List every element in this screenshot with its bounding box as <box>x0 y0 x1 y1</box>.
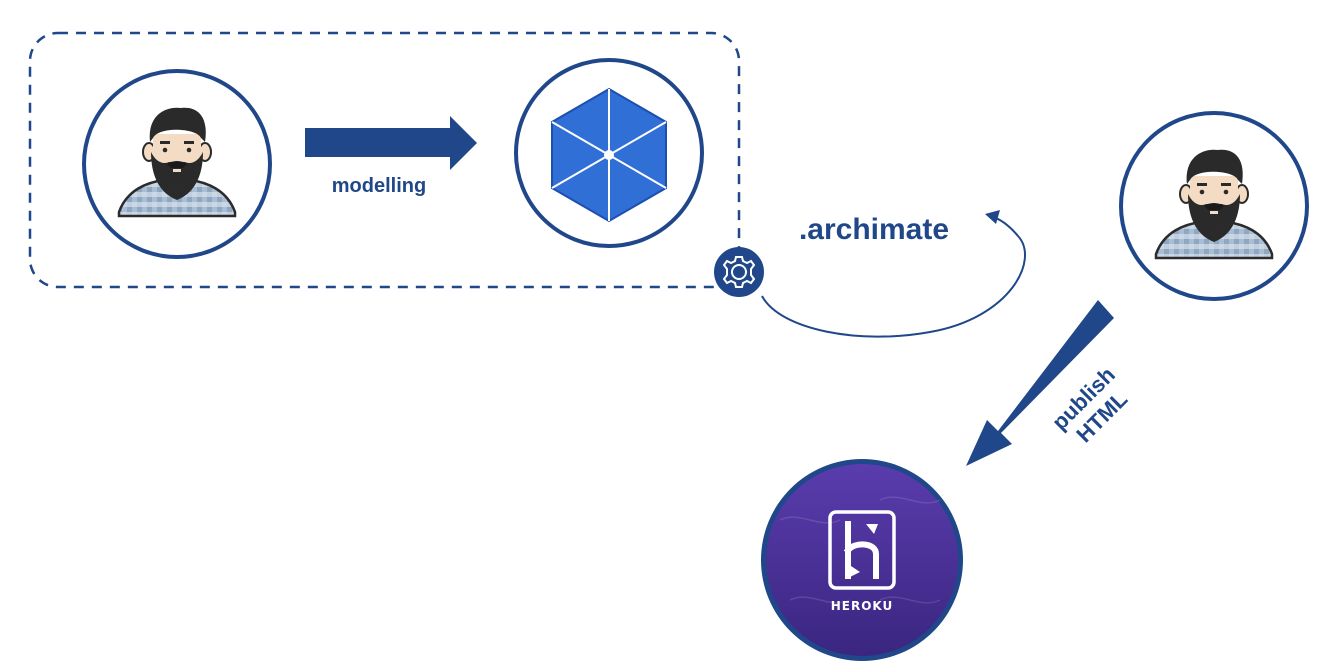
modelling-label: modelling <box>332 175 426 197</box>
archimate-label: .archimate <box>799 213 949 246</box>
publisher-avatar <box>1119 111 1309 301</box>
archi-hexagon-icon <box>551 87 667 223</box>
archi-tool-node <box>514 58 704 248</box>
archimate-flow-arrow <box>761 210 1026 338</box>
publish-arrow <box>966 300 1114 466</box>
modelling-group-boundary <box>28 31 741 289</box>
modeller-avatar <box>82 69 272 259</box>
heroku-wordmark: HEROKU <box>831 599 894 613</box>
heroku-node: HEROKU <box>761 459 963 661</box>
modelling-arrow <box>305 116 477 170</box>
heroku-logo-icon <box>828 510 896 590</box>
gear-icon <box>714 247 764 297</box>
